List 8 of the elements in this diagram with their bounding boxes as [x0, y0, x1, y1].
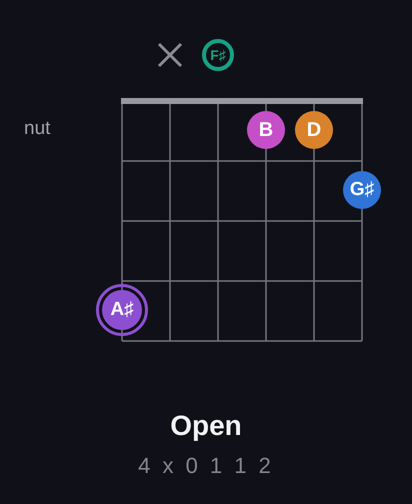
- note-dot: D: [295, 111, 333, 149]
- note-ring: F♯: [202, 39, 234, 71]
- chord-name: Open: [170, 410, 242, 442]
- root-note-dot: A♯: [96, 284, 148, 336]
- note-dot: B: [247, 111, 285, 149]
- nut-label: nut: [24, 118, 50, 140]
- note-dot: G♯: [343, 171, 381, 209]
- fret-numbers: 4 x 0 1 1 2: [138, 453, 274, 479]
